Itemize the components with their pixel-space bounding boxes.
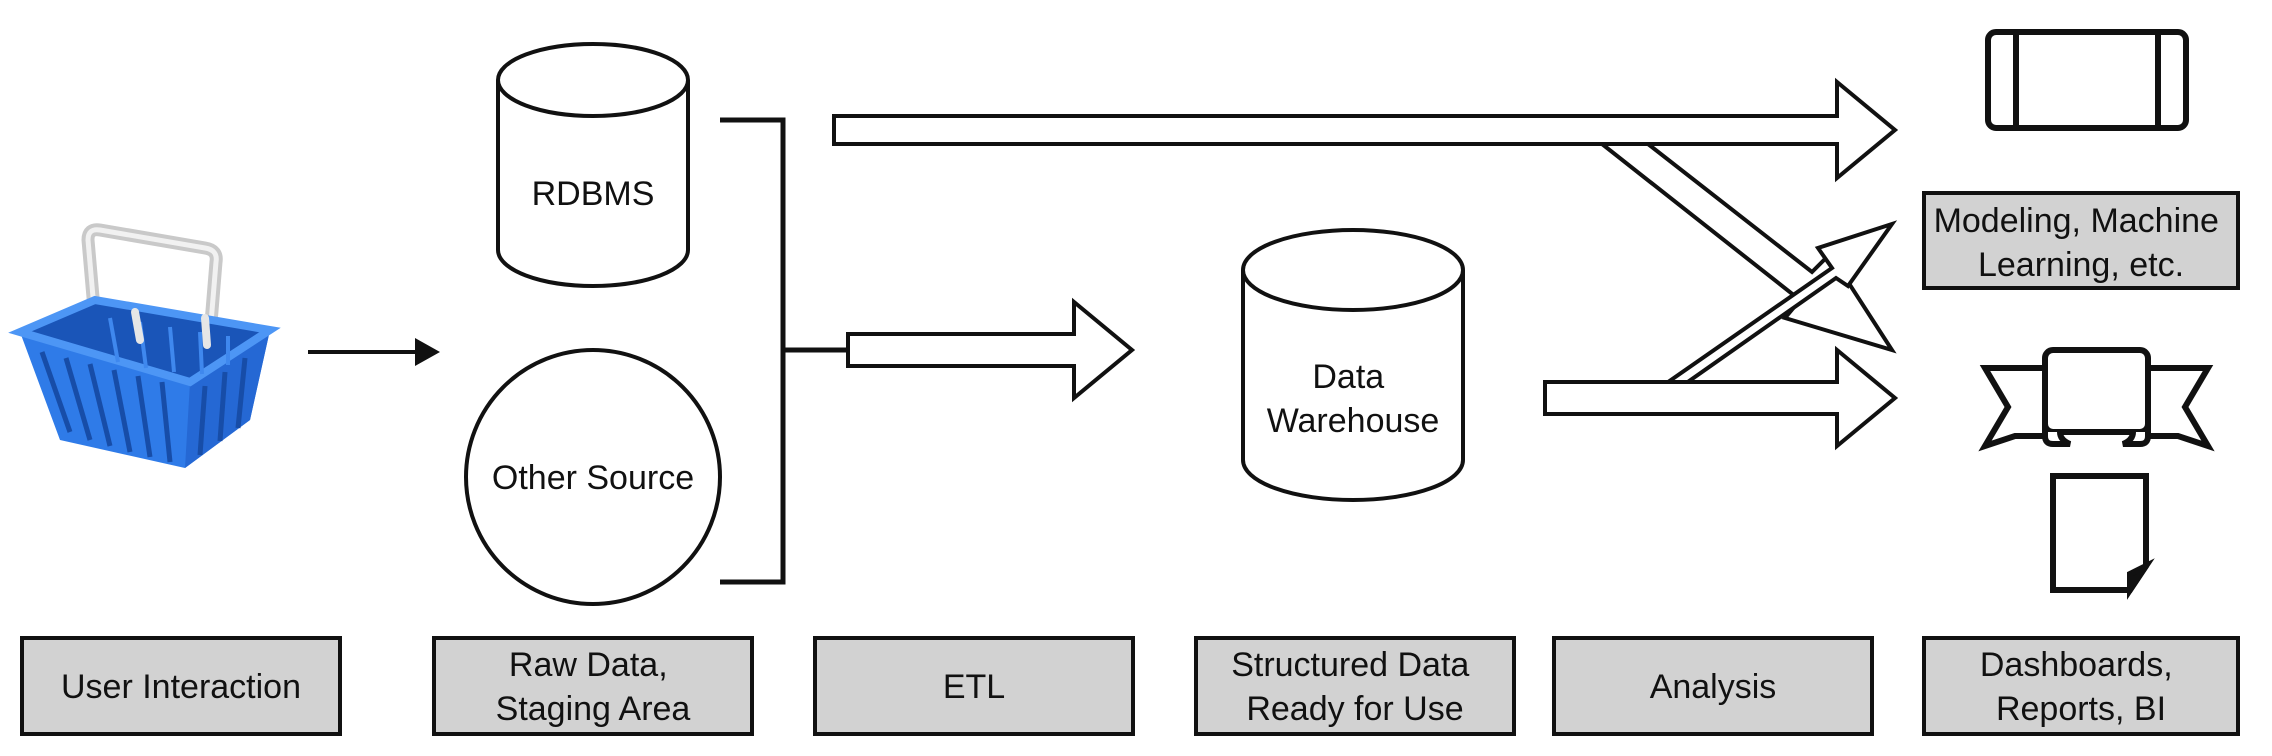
stage-structured-data: Structured Data Ready for Use: [1194, 636, 1516, 736]
stage-structured-data-line-1: Structured Data: [1231, 646, 1469, 684]
stage-dashboards-label: Dashboards, Reports, BI: [1980, 646, 2182, 728]
rdbms-cylinder: RDBMS: [496, 42, 690, 288]
data-warehouse-label: Data Warehouse: [1267, 358, 1440, 440]
data-warehouse-cylinder: Data Warehouse: [1241, 228, 1465, 502]
report-page-icon: [2050, 473, 2155, 600]
dashboard-banner-icon: [1978, 347, 2215, 452]
stage-user-interaction: User Interaction: [20, 636, 342, 736]
modeling-line-1: Modeling, Machine: [1934, 202, 2219, 240]
stage-raw-data-line-2: Staging Area: [496, 690, 691, 728]
modeling-label: Modeling, Machine Learning, etc.: [1934, 202, 2229, 284]
stage-analysis-label: Analysis: [1650, 668, 1777, 706]
flow-arrow-to-sources: [308, 338, 440, 366]
stage-structured-data-line-2: Ready for Use: [1246, 690, 1463, 728]
stage-raw-data-line-1: Raw Data,: [509, 646, 668, 684]
arrow-raw-to-modeling: [832, 77, 1899, 183]
rdbms-label: RDBMS: [532, 175, 655, 213]
other-source-circle: Other Source: [464, 348, 722, 606]
stage-etl-label: ETL: [943, 668, 1005, 706]
stage-raw-data: Raw Data, Staging Area: [432, 636, 754, 736]
arrow-etl: [846, 297, 1136, 403]
stage-dashboards-line-2: Reports, BI: [1996, 690, 2166, 728]
modeling-line-2: Learning, etc.: [1978, 246, 2184, 284]
shopping-basket-icon: [8, 223, 281, 468]
data-warehouse-line-1: Data: [1312, 358, 1384, 396]
sources-bracket: [720, 117, 848, 585]
data-warehouse-line-2: Warehouse: [1267, 402, 1440, 440]
stage-raw-data-label: Raw Data, Staging Area: [496, 646, 691, 728]
display-screen-icon: [1985, 29, 2189, 131]
stage-dashboards-line-1: Dashboards,: [1980, 646, 2173, 684]
other-source-label: Other Source: [492, 459, 694, 497]
stage-dashboards: Dashboards, Reports, BI: [1922, 636, 2240, 736]
stage-structured-data-label: Structured Data Ready for Use: [1231, 646, 1479, 728]
stage-analysis: Analysis: [1552, 636, 1874, 736]
arrow-warehouse-to-dashboards: [1543, 345, 1899, 451]
stage-etl: ETL: [813, 636, 1135, 736]
stage-user-interaction-label: User Interaction: [61, 668, 301, 706]
modeling-box: Modeling, Machine Learning, etc.: [1922, 191, 2240, 290]
